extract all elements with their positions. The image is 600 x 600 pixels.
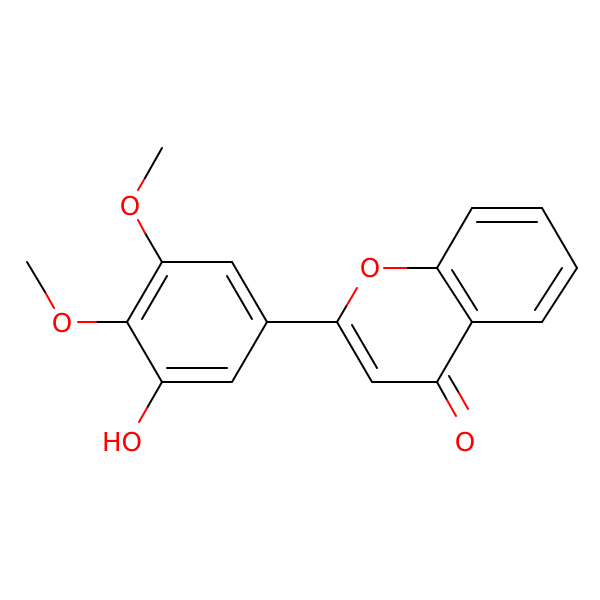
bond-c4-c4a [436, 321, 473, 383]
bond-c7-c6 [541, 207, 578, 269]
bond-ring-b-inner [226, 275, 253, 320]
bond-ring-c [231, 321, 268, 383]
atom-o-methoxy-mid: O [52, 309, 72, 339]
phenyl-ring [126, 261, 268, 383]
carbonyl-group: O [436, 375, 475, 458]
bond-c4-o-red [446, 399, 457, 417]
bond-o-ch3-mid-red [44, 291, 55, 309]
bond-c2-c3 [336, 321, 373, 383]
bond-o-ch3-top-red [137, 177, 146, 191]
bond-c4a-c8a [436, 267, 473, 323]
bond-c-oh [146, 381, 163, 409]
bond-c2-o1 [336, 304, 348, 323]
atom-o-carbonyl: O [455, 428, 475, 458]
bond-c-oh-red [138, 407, 148, 423]
methoxy-top: O [120, 147, 163, 263]
bond-c4-o-second-red [458, 392, 469, 410]
bond-c8a-c4a-inner [451, 269, 478, 311]
atom-hydroxyl: HO [102, 428, 142, 458]
bond-c6-c5 [541, 267, 578, 323]
bond-ring-b [231, 261, 268, 323]
bond-ring-f-inner [141, 275, 168, 320]
bond-c4-o-second [448, 375, 460, 394]
bond-c2-o1-red [346, 287, 358, 306]
bond-c6-c5-inner [534, 267, 563, 311]
bond-c-o-top [144, 232, 163, 263]
bond-ring-f [126, 261, 163, 323]
methoxy-mid: O [26, 261, 128, 339]
bond-c4-o [436, 381, 448, 401]
bond-o-ch3-top [144, 147, 163, 179]
bond-c8a-c8 [436, 207, 473, 269]
bond-c-o-top-red [137, 219, 146, 234]
bond-o-ch3-mid [26, 261, 46, 293]
bond-c2-c3-inner [351, 324, 378, 369]
atom-o-ring: O [360, 254, 380, 284]
atom-o-methoxy-top: O [120, 192, 140, 222]
benzo-ring [436, 207, 578, 323]
pyranone-ring: O [336, 254, 473, 383]
hydroxyl-group: HO [102, 381, 163, 458]
bond-ring-e [126, 321, 163, 383]
